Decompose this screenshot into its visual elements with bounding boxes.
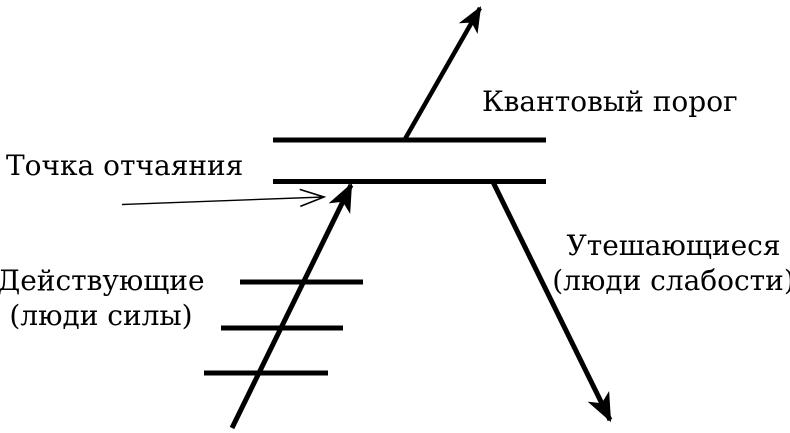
descent-arrow xyxy=(490,180,613,423)
actors-text-line1: Действующие xyxy=(0,264,205,297)
label-despair-point: Точка отчаяния xyxy=(6,148,243,183)
actors-text-line2: (люди силы) xyxy=(9,299,193,332)
pointer-arrow xyxy=(121,188,327,208)
label-comforted: Утешающиеся (люди слабости) xyxy=(551,228,790,298)
breakthrough-arrow xyxy=(403,6,482,141)
comforted-text-line2: (люди слабости) xyxy=(552,264,790,297)
label-actors: Действующие (люди силы) xyxy=(0,263,207,333)
despair-point-text: Точка отчаяния xyxy=(6,149,244,182)
quantum-threshold-text: Квантовый порог xyxy=(482,85,738,118)
label-quantum-threshold: Квантовый порог xyxy=(482,84,738,119)
comforted-text-line1: Утешающиеся xyxy=(566,229,781,262)
ascent-arrow xyxy=(229,182,354,430)
